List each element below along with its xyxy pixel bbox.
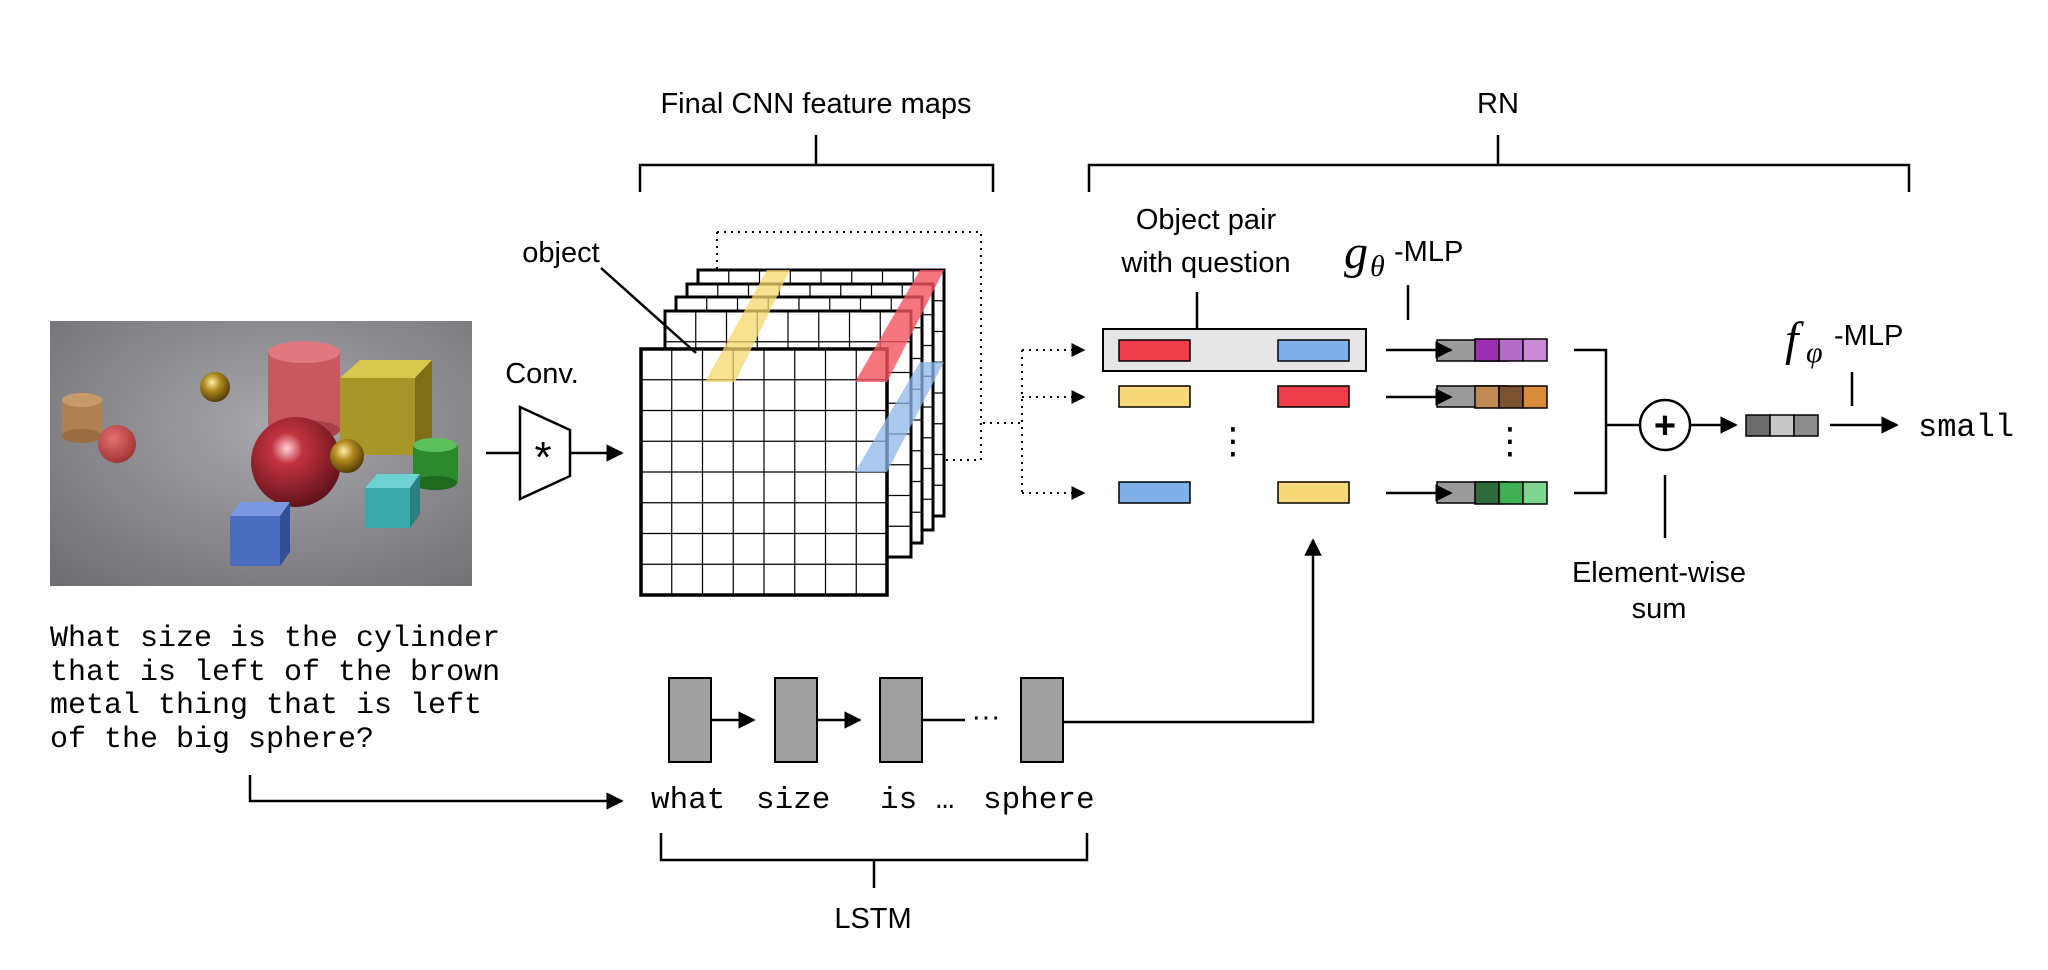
big-red-sphere [251,417,341,507]
lstm-to-rn-arrow [1064,538,1322,724]
g-outputs [1474,338,1548,505]
sum-label-line1: Element-wise [1572,557,1746,589]
g-output-vector [1474,385,1548,409]
vector-cell [1522,481,1548,505]
g-symbol: g [1344,226,1368,279]
gold-sphere-small [330,439,364,473]
question-line: What size is the cylinder [50,622,500,656]
object-cell [1118,385,1191,408]
f-subscript: φ [1806,336,1823,369]
cnn-bracket [638,135,995,192]
f-phi-label: f φ -MLP [1785,313,1903,369]
pair-label-line1: Object pair [1136,204,1277,236]
lstm-cells [668,677,1064,763]
object-column-red [855,270,944,382]
lstm-word: what [651,783,725,818]
g-theta-label: g θ -MLP [1344,226,1463,283]
rn-bracket [1087,135,1911,192]
vector-cell [1522,385,1548,409]
g-output-vdots: ⋮ [1492,420,1528,461]
lstm-word: size [756,783,830,818]
lstm-bracket [659,833,1089,888]
lstm-words: what size is … sphere [651,783,1095,818]
object-pointer-line [600,267,697,354]
conv-symbol: * [534,433,551,482]
g-output-vector [1474,338,1548,362]
vector-cell [1498,338,1524,362]
f-suffix: -MLP [1834,320,1903,352]
object-cell [1277,385,1350,408]
lstm-cell [774,677,818,763]
feature-map-stack [639,268,946,597]
conv-trapezoid [518,405,572,501]
vector-cell [1769,414,1795,437]
f-symbol: f [1785,313,1804,366]
object-cell [1118,481,1191,504]
tan-cylinder [62,393,102,443]
question-line: metal thing that is left [50,689,482,723]
lstm-label: LSTM [834,903,911,935]
blue-cube [230,502,290,566]
lstm-cell [879,677,923,763]
vector-cell [1522,338,1548,362]
sum-bracket [1574,348,1641,495]
question-line: that is left of the brown [50,656,500,690]
vector-cell [1474,481,1500,505]
object-column-blue [855,362,944,472]
pair-label-line2: with question [1120,247,1290,279]
question-line: of the big sphere? [50,723,374,757]
object-cell [1277,481,1350,504]
gold-sphere [200,372,230,402]
g-suffix: -MLP [1394,236,1463,268]
conv-label: Conv. [505,358,579,390]
pair-connectors [983,350,1023,493]
lstm-word: sphere [983,783,1095,818]
lstm-dots: ··· [972,701,1001,733]
teal-cube [365,474,420,528]
vector-cell [1474,385,1500,409]
vector-cell [1474,338,1500,362]
vector-cell [1498,385,1524,409]
question-text: What size is the cylinder that is left o… [50,622,500,757]
lstm-cell [1020,677,1064,763]
object-selection-outline [716,231,982,461]
pair-vdots: ⋮ [1215,420,1251,461]
answer-text: small [1918,409,2014,446]
vector-cell [1745,414,1771,437]
object-column-yellow [705,270,790,382]
plus-symbol: + [1654,405,1676,447]
small-red-sphere [98,425,136,463]
g-output-vector [1474,481,1548,505]
final-vector [1745,414,1819,437]
feature-map-grid [641,349,887,595]
question-to-lstm-arrow [248,775,624,810]
vector-cell [1498,481,1524,505]
vector-cell [1793,414,1819,437]
object-label: object [522,237,599,269]
lstm-cell [668,677,712,763]
cnn-header: Final CNN feature maps [660,88,971,120]
g-subscript: θ [1370,250,1385,283]
sum-label-line2: sum [1632,593,1687,625]
green-cylinder [413,438,458,490]
lstm-word: is … [880,783,954,818]
scene-image [50,321,472,586]
object-cell [1118,339,1191,362]
object-cell [1277,339,1350,362]
gold-cube [340,360,432,455]
rn-header: RN [1477,88,1519,120]
